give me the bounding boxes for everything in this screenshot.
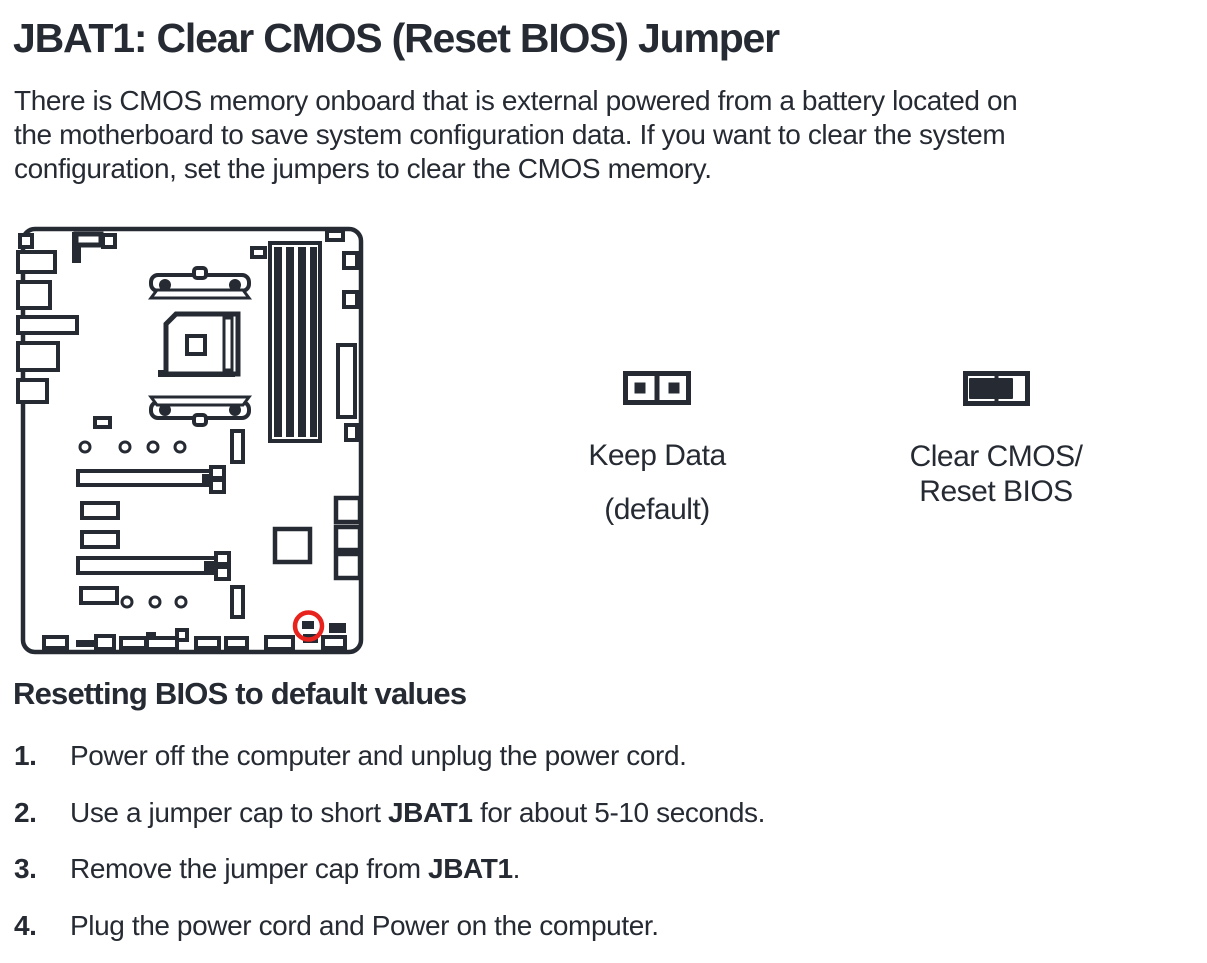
step-item: 3. Remove the jumper cap from JBAT1. xyxy=(14,852,520,885)
step-text: for about 5-10 seconds. xyxy=(472,797,765,828)
pcie-x16-slot-2 xyxy=(76,551,231,581)
step-number: 1. xyxy=(14,740,37,771)
bottom-left-parts xyxy=(79,586,188,609)
jumper-capped-icon xyxy=(962,371,1030,406)
mid-board-parts xyxy=(78,246,267,619)
pcie-x16-slot-1 xyxy=(76,465,226,494)
jbat1-jumper xyxy=(302,621,314,629)
jumper-legend-clear-cmos: Clear CMOS/ Reset BIOS xyxy=(900,371,1092,509)
jumper-state-label: Clear CMOS/ xyxy=(909,440,1083,473)
step-number: 4. xyxy=(14,910,37,941)
front-panel-headers xyxy=(42,623,347,651)
chipset xyxy=(272,526,313,565)
pcie-x1-slot-2 xyxy=(80,530,120,549)
jumper-legend-keep-data: Keep Data (default) xyxy=(562,371,752,527)
section-heading: Resetting BIOS to default values xyxy=(13,676,467,711)
dimm-slots xyxy=(268,241,322,443)
page-title: JBAT1: Clear CMOS (Reset BIOS) Jumper xyxy=(13,15,780,61)
step-text: Plug the power cord and Power on the com… xyxy=(70,910,659,941)
step-item: 1. Power off the computer and unplug the … xyxy=(14,739,687,772)
atx-power-connector xyxy=(336,343,357,419)
intro-line: the motherboard to save system configura… xyxy=(14,119,1006,150)
step-item: 4. Plug the power cord and Power on the c… xyxy=(14,909,659,942)
step-text: Use a jumper cap to short xyxy=(70,797,388,828)
right-edge-headers xyxy=(336,251,359,442)
motherboard-diagram xyxy=(16,226,364,655)
pcie-x1-slot-1 xyxy=(80,501,120,520)
step-item: 2. Use a jumper cap to short JBAT1 for ab… xyxy=(14,796,765,829)
cpu-cooler-bracket-top xyxy=(148,266,252,300)
step-text: Remove the jumper cap from xyxy=(70,853,429,884)
top-connectors xyxy=(72,229,345,263)
sata-ports xyxy=(333,495,363,581)
jbat1-highlight-circle xyxy=(292,610,325,642)
cpu-cooler-bracket-bottom xyxy=(148,395,252,427)
jumper-open-icon xyxy=(623,371,691,405)
rear-io-ports xyxy=(16,233,79,404)
step-text: Power off the computer and unplug the po… xyxy=(70,740,687,771)
jumper-state-sublabel: Reset BIOS xyxy=(919,475,1073,508)
cpu-socket xyxy=(158,311,241,377)
step-text-bold: JBAT1 xyxy=(387,797,473,828)
jumper-state-sublabel: (default) xyxy=(604,493,710,526)
intro-paragraph: There is CMOS memory onboard that is ext… xyxy=(14,84,1018,186)
step-number: 2. xyxy=(14,797,37,828)
step-text: . xyxy=(512,853,521,884)
step-text-bold: JBAT1 xyxy=(428,853,513,884)
intro-line: There is CMOS memory onboard that is ext… xyxy=(14,85,1018,116)
step-number: 3. xyxy=(14,853,37,884)
intro-line: configuration, set the jumpers to clear … xyxy=(14,153,712,184)
jumper-state-label: Keep Data xyxy=(588,439,726,472)
